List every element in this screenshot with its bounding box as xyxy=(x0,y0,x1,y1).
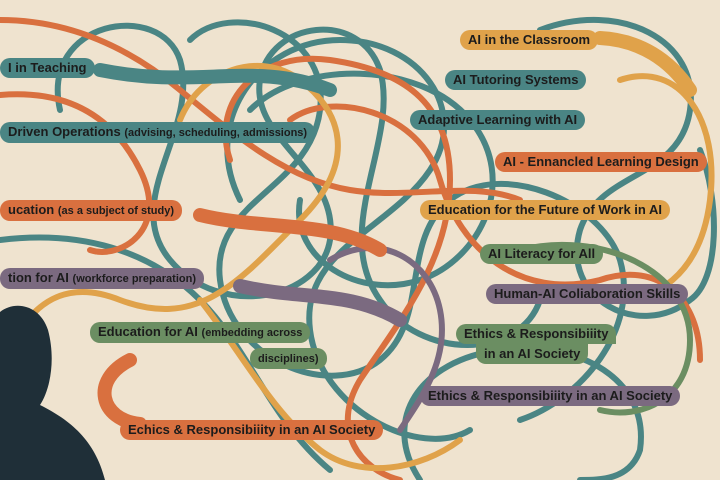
label-education-for-ai-embedding: Education for AI (embedding across xyxy=(90,322,311,343)
label-subtext: (advising, scheduling, admissions) xyxy=(124,127,308,139)
label-adaptive-learning: Adaptive Learning with AI xyxy=(410,110,586,130)
label-subtext: (embedding across xyxy=(201,327,303,339)
label-future-of-work: Education for the Future of Work in AI xyxy=(420,200,670,220)
label-text: Education for the Future of Work in AI xyxy=(428,202,662,217)
label-text: tion for AI xyxy=(8,270,69,285)
label-echics-responsibility: Echics & Responsibiiity in an AI Society xyxy=(120,420,384,440)
label-text: Adaptive Learning with AI xyxy=(418,112,578,127)
label-text: in an AI Society xyxy=(484,346,581,361)
label-text: AI in the Classroom xyxy=(468,32,591,47)
label-ethics-green-line1: Ethics & Responsibiiity xyxy=(456,324,617,344)
label-subtext: disciplines) xyxy=(258,353,319,365)
label-human-ai-collaboration: Human-AI Coliaboration Skills xyxy=(486,284,689,304)
label-text: AI - Ennancled Learning Design xyxy=(503,154,699,169)
label-text: AI Tutoring Systems xyxy=(453,72,579,87)
label-text: I in Teaching xyxy=(8,60,87,75)
label-ai-in-the-classroom: AI in the Classroom xyxy=(460,30,599,50)
label-ai-tutoring-systems: AI Tutoring Systems xyxy=(445,70,587,90)
person-silhouette xyxy=(0,305,105,480)
label-text: Ethics & Responsibiiity xyxy=(464,326,609,341)
label-embedding-disciplines: disciplines) xyxy=(250,348,327,369)
label-text: AI Literacy for All xyxy=(488,246,596,261)
label-text: Human-AI Coliaboration Skills xyxy=(494,286,681,301)
label-subtext: (as a subject of study) xyxy=(57,205,174,217)
label-ai-driven-operations: Driven Operations (advising, scheduling,… xyxy=(0,122,316,143)
label-ai-education-subject: ucation (as a subject of study) xyxy=(0,200,182,221)
label-ethics-green-line2: in an AI Society xyxy=(476,344,589,364)
label-text: ucation xyxy=(8,202,55,217)
label-subtext: (workforce preparation) xyxy=(72,273,196,285)
label-ai-literacy: AI Literacy for All xyxy=(480,244,604,264)
label-ethics-purple: Ethics & Responsibiiity in an AI Society xyxy=(420,386,681,406)
label-text: Driven Operations xyxy=(8,124,121,139)
label-text: Education for AI xyxy=(98,324,198,339)
label-ai-in-teaching: I in Teaching xyxy=(0,58,95,78)
ribbon-tails xyxy=(93,31,697,431)
label-education-for-ai-workforce: tion for AI (workforce preparation) xyxy=(0,268,204,289)
label-text: Echics & Responsibiiity in an AI Society xyxy=(128,422,376,437)
label-text: Ethics & Responsibiiity in an AI Society xyxy=(428,388,673,403)
label-ai-enhanced-learning-design: AI - Ennancled Learning Design xyxy=(495,152,707,172)
